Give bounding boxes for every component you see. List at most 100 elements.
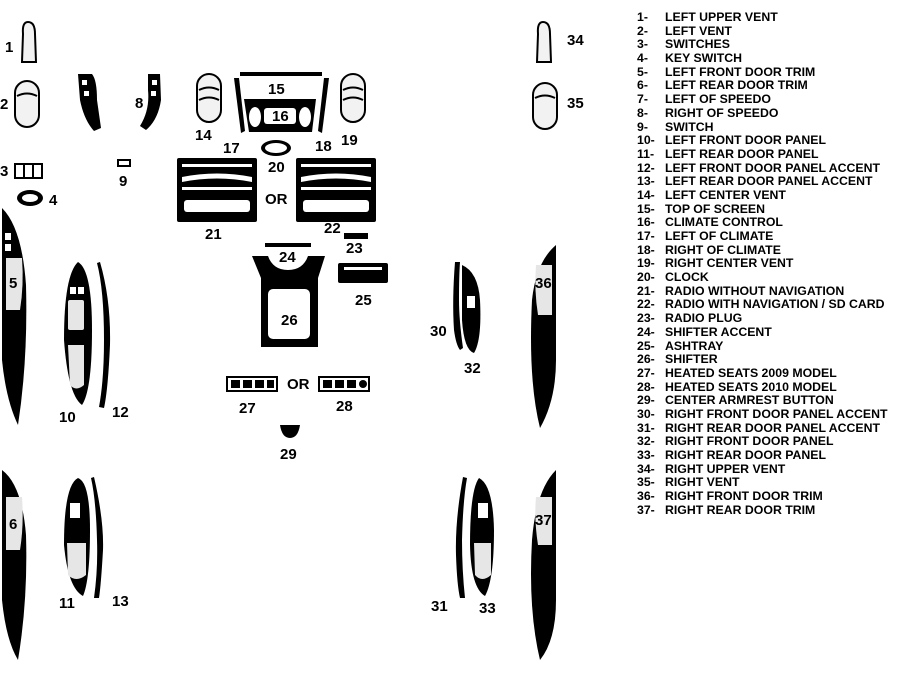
legend-item: 16-CLIMATE CONTROL — [637, 216, 900, 230]
legend-item: 30-RIGHT FRONT DOOR PANEL ACCENT — [637, 406, 900, 422]
callout-32: 32 — [464, 360, 481, 377]
legend-item-number: 36- — [637, 489, 655, 504]
legend-item-label: LEFT FRONT DOOR PANEL — [665, 133, 826, 148]
legend-item: 26-SHIFTER — [637, 352, 900, 367]
legend-item-label: LEFT REAR DOOR PANEL — [665, 146, 819, 161]
legend-item-number: 14- — [637, 187, 655, 202]
legend-item: 7-LEFT OF SPEEDO — [637, 92, 900, 107]
legend-item: 24-SHIFTER ACCENT — [637, 324, 900, 340]
part-29-center-armrest-button — [280, 425, 300, 438]
part-1-left-upper-vent — [20, 20, 38, 63]
legend-item: 27- HEATED SEATS 2009 MODEL — [637, 365, 900, 381]
legend-item: 32-RIGHT FRONT DOOR PANEL — [637, 435, 900, 449]
legend-item-label: HEATED SEATS 2009 MODEL — [665, 365, 837, 380]
part-4-key-switch — [17, 190, 43, 206]
legend-item-label: RIGHT FRONT DOOR PANEL ACCENT — [665, 406, 888, 421]
part-19-right-center-vent — [340, 73, 366, 123]
legend-item: 19-RIGHT CENTER VENT — [637, 257, 900, 271]
legend-item-label: RADIO PLUG — [665, 311, 743, 326]
legend-item: 6-LEFT REAR DOOR TRIM — [637, 79, 900, 93]
part-30-right-front-door-panel-accent — [453, 262, 463, 350]
legend-item-label: LEFT CENTER VENT — [665, 187, 786, 202]
legend-item-label: RIGHT FRONT DOOR PANEL — [665, 434, 834, 449]
legend-item-number: 27- — [637, 365, 655, 380]
part-12-left-front-door-panel-accent — [97, 262, 111, 408]
legend-item-number: 5- — [637, 64, 648, 79]
callout-20: 20 — [268, 159, 285, 176]
legend-item: 14- LEFT CENTER VENT — [637, 187, 900, 203]
legend-item: 1- LEFT UPPER VENT — [637, 10, 900, 25]
legend-item-number: 8- — [637, 105, 648, 120]
callout-8: 8 — [135, 95, 143, 112]
legend-item-number: 22- — [637, 297, 655, 312]
part-23-radio-plug — [344, 233, 368, 239]
part-10-left-front-door-panel — [64, 262, 92, 405]
legend-item: 9-SWITCH — [637, 119, 900, 135]
callout-25: 25 — [355, 292, 372, 309]
legend-item-number: 10- — [637, 133, 655, 148]
legend-item-number: 20- — [637, 270, 655, 285]
part-35-right-vent — [532, 82, 558, 130]
part-3-switches — [14, 163, 43, 179]
legend-item-number: 9- — [637, 119, 648, 134]
callout-10: 10 — [59, 409, 76, 426]
legend-item-label: CLOCK — [665, 270, 709, 285]
part-36-right-front-door-trim — [531, 245, 556, 428]
part-15-top-of-screen — [240, 72, 322, 76]
legend-item-label: LEFT UPPER VENT — [665, 10, 778, 24]
callout-19: 19 — [341, 132, 358, 149]
part-32-right-front-door-panel — [462, 265, 481, 353]
callout-31: 31 — [431, 598, 448, 615]
legend-item-label: TOP OF SCREEN — [665, 201, 765, 216]
legend-item-number: 3- — [637, 37, 648, 52]
legend-item-number: 28- — [637, 379, 655, 394]
legend-item-label: LEFT REAR DOOR TRIM — [665, 78, 808, 93]
legend-item-number: 35- — [637, 475, 655, 490]
callout-11: 11 — [59, 595, 75, 612]
part-6-left-rear-door-trim — [2, 470, 27, 660]
or-label-radio: OR — [265, 191, 288, 208]
legend-item-label: RADIO WITH NAVIGATION / SD CARD — [665, 297, 885, 312]
legend-item: 3-SWITCHES — [637, 38, 900, 52]
callout-23: 23 — [346, 240, 363, 257]
or-label-heated-seats: OR — [287, 376, 310, 393]
callout-28: 28 — [336, 398, 353, 415]
legend-item-number: 24- — [637, 324, 655, 339]
legend-item-label: RADIO WITHOUT NAVIGATION — [665, 283, 845, 298]
legend-item-number: 17- — [637, 229, 655, 243]
legend-item-number: 33- — [637, 448, 655, 462]
part-13-left-rear-door-panel-accent — [91, 477, 104, 598]
callout-1: 1 — [5, 39, 13, 56]
legend-item-label: SHIFTER — [665, 352, 718, 367]
legend-item: 22- RADIO WITH NAVIGATION / SD CARD — [637, 298, 900, 312]
legend-item: 11-LEFT REAR DOOR PANEL — [637, 146, 900, 162]
legend-item-number: 4- — [637, 51, 648, 66]
legend-item-number: 1- — [637, 10, 648, 24]
legend-item-number: 7- — [637, 92, 648, 107]
legend-item: 2-LEFT VENT — [637, 24, 900, 39]
callout-24: 24 — [279, 249, 296, 266]
legend-item: 35-RIGHT VENT — [637, 476, 900, 490]
part-11-left-rear-door-panel — [64, 478, 90, 596]
part-18-right-of-climate — [318, 78, 329, 133]
callout-2: 2 — [0, 96, 8, 113]
callout-4: 4 — [49, 192, 58, 209]
legend-item-label: RIGHT OF SPEEDO — [665, 105, 779, 120]
callout-15: 15 — [268, 81, 285, 98]
legend-item: 34-RIGHT UPPER VENT — [637, 461, 900, 477]
callout-17: 17 — [223, 140, 240, 157]
part-22-radio-with-navigation — [296, 158, 376, 222]
legend-item-label: RIGHT UPPER VENT — [665, 461, 786, 476]
part-34-right-upper-vent — [535, 20, 553, 63]
legend-item-label: RIGHT CENTER VENT — [665, 256, 794, 271]
callout-27: 27 — [239, 400, 256, 417]
callout-12: 12 — [112, 404, 129, 421]
callout-33: 33 — [479, 600, 496, 617]
part-14-left-center-vent — [196, 73, 222, 123]
callout-30: 30 — [430, 323, 447, 340]
legend-item-number: 23- — [637, 311, 655, 326]
legend-item-label: ASHTRAY — [665, 338, 724, 353]
callout-6: 6 — [9, 516, 17, 533]
legend-item: 29-CENTER ARMREST BUTTON — [637, 394, 900, 408]
